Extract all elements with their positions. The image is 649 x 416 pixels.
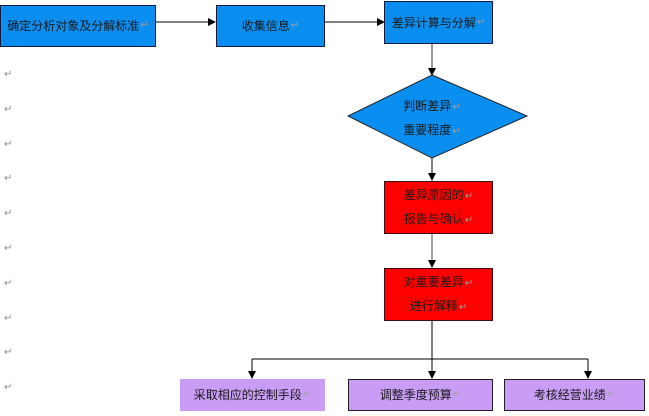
paragraph-mark: ↵	[4, 278, 13, 289]
paragraph-mark: ↵	[4, 243, 13, 254]
node-label-line2: 重要程度	[403, 123, 452, 137]
node-explain[interactable]: 对重要差异↵ 进行解释↵	[384, 268, 493, 321]
paragraph-mark: ↵	[4, 382, 13, 393]
paragraph-mark: ↵	[452, 102, 461, 113]
node-label: 考核经营业绩	[533, 388, 606, 402]
node-label-line1: 判断差异	[403, 99, 452, 113]
node-define-target[interactable]: 确定分析对象及分解标准↵	[0, 5, 156, 47]
node-collect-info[interactable]: 收集信息↵	[216, 5, 325, 47]
node-adjust-budget[interactable]: 调整季度预算↵	[348, 379, 493, 411]
node-label: 差异计算与分解	[391, 15, 476, 30]
node-label: 收集信息	[241, 19, 290, 33]
paragraph-mark: ↵	[458, 301, 468, 313]
paragraph-mark: ↵	[4, 347, 13, 358]
node-judge-importance[interactable]: 判断差异↵ 重要程度↵	[392, 95, 472, 143]
paragraph-mark: ↵	[290, 20, 300, 31]
paragraph-mark: ↵	[4, 139, 13, 150]
paragraph-mark: ↵	[4, 69, 13, 80]
node-assess[interactable]: 考核经营业绩↵	[504, 379, 645, 411]
node-label: 调整季度预算	[379, 388, 452, 402]
paragraph-mark: ↵	[464, 277, 474, 289]
paragraph-mark: ↵	[464, 214, 474, 226]
paragraph-mark: ↵	[464, 190, 474, 202]
paragraph-mark: ↵	[476, 16, 486, 28]
paragraph-mark: ↵	[140, 20, 149, 31]
paragraph-mark: ↵	[4, 313, 13, 324]
node-calc-diff[interactable]: 差异计算与分解↵	[384, 1, 493, 44]
paragraph-mark: ↵	[302, 389, 312, 400]
node-report-reason[interactable]: 差异原因的↵ 报告与确认↵	[384, 181, 493, 234]
paragraph-mark: ↵	[452, 126, 461, 137]
paragraph-mark: ↵	[4, 173, 13, 184]
node-label: 采取相应的控制手段	[193, 388, 302, 402]
node-control[interactable]: 采取相应的控制手段↵	[180, 379, 325, 411]
paragraph-mark: ↵	[606, 389, 616, 400]
paragraph-mark: ↵	[452, 389, 462, 400]
node-label-line1: 对重要差异	[403, 274, 464, 289]
paragraph-mark: ↵	[4, 104, 13, 115]
node-label-line2: 报告与确认	[403, 211, 464, 226]
judge-importance-diamond	[346, 74, 529, 159]
node-label-line2: 进行解释	[409, 298, 458, 313]
node-label-line1: 差异原因的	[403, 187, 464, 202]
node-label: 确定分析对象及分解标准	[7, 19, 140, 33]
paragraph-mark: ↵	[4, 208, 13, 219]
